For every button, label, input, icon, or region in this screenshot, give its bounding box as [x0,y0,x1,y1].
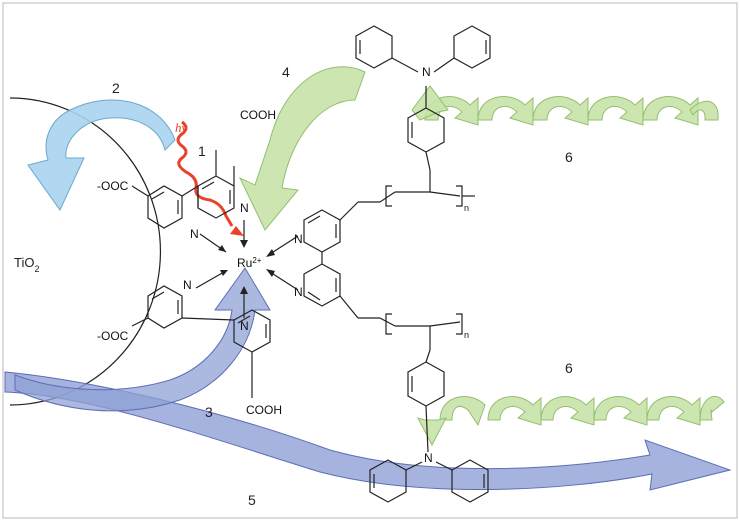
ru-center-label: Ru2+ [237,256,262,271]
subscript-n-top: n [464,203,469,213]
ru-complex-structure [131,25,491,503]
step-1-label: 1 [198,143,206,159]
arrow-4-hole-transfer [238,66,366,231]
arrow-6-top-hopping [411,85,719,126]
subscript-n-bottom: n [464,330,469,340]
n-atom-4: N [294,285,303,299]
arrow-5-recombination [4,371,732,491]
n-atom-amine-top: N [422,65,431,79]
step-3-label: 3 [205,404,213,420]
step-4-label: 4 [282,64,290,80]
hv-label: hν [175,120,188,135]
cooh-top-label: COOH [240,108,276,122]
photon-arrowhead [230,226,244,236]
arrow-3-regeneration [14,267,271,412]
n-atom-6: N [240,319,249,333]
tio2-label: TiO2 [14,255,39,274]
arrow-6-bottom-hopping [417,396,725,447]
cooh-bottom-label: COOH [246,403,282,417]
n-atom-5: N [183,278,192,292]
step-5-label: 5 [248,492,256,508]
photon-wave [176,120,234,227]
step-6b-label: 6 [565,360,573,376]
n-atom-3: N [294,232,303,246]
n-atom-amine-bottom: N [424,451,433,465]
arrow-2-injection [27,99,176,211]
ooc-bottom-label: -OOC [97,329,129,343]
n-atom-2: N [240,201,249,215]
ooc-top-label: -OOC [97,179,129,193]
n-atom-1: N [190,227,199,241]
tio2-particle [9,97,162,406]
step-2-label: 2 [112,80,120,96]
step-6a-label: 6 [565,149,573,165]
